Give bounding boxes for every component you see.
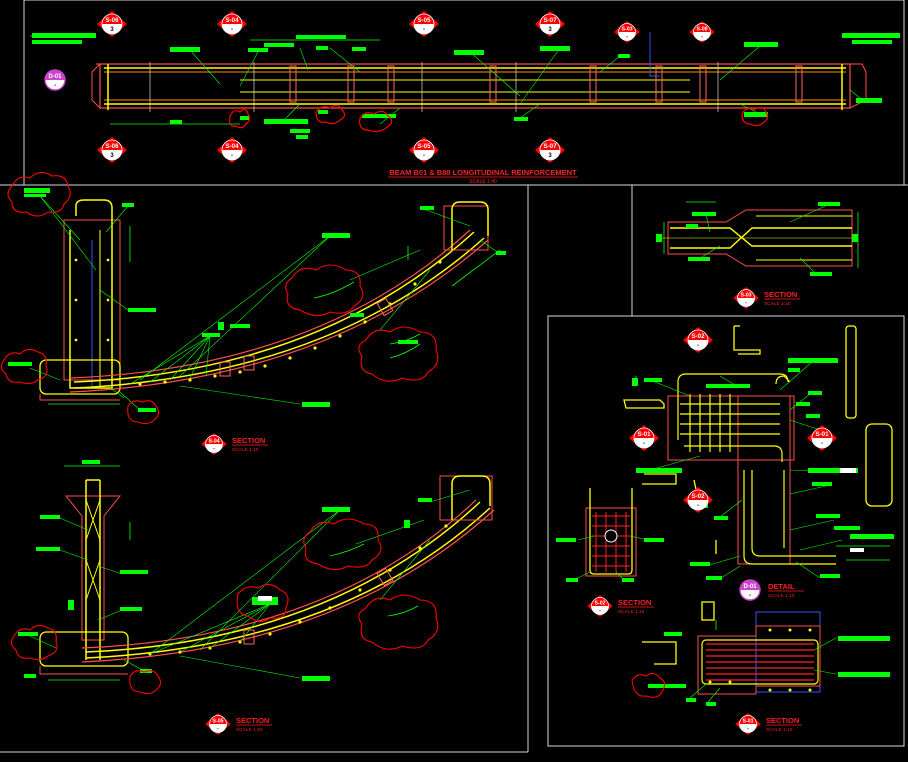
section-cut-id: S-01 bbox=[742, 718, 753, 724]
panel-title: S-04 - SECTION SCALE 1:10 bbox=[201, 432, 268, 456]
section-cut-id: S-06 bbox=[105, 17, 119, 24]
panel-title-text: SECTION bbox=[236, 716, 269, 725]
section-cut-tag: S-02 - bbox=[587, 594, 613, 618]
section-cut-tag: S-05 - bbox=[409, 11, 439, 37]
section-cut-id: S-05 bbox=[212, 718, 223, 724]
beam-scale: SCALE 1:40 bbox=[469, 179, 497, 185]
detail-tags: D-01 - bbox=[44, 69, 66, 91]
section-cut-id: S-03 bbox=[621, 26, 632, 32]
section-cut-num: - bbox=[697, 503, 699, 509]
section-cut-tag: S-05 - bbox=[409, 137, 439, 163]
section-cut-num: - bbox=[599, 608, 601, 614]
section-cut-tag: S-07 3 bbox=[535, 11, 565, 37]
section-cut-tag: S-02 - bbox=[683, 327, 713, 353]
section-cut-num: - bbox=[745, 300, 747, 306]
section-cut-num: 3 bbox=[110, 153, 114, 159]
section-cut-id: S-05 bbox=[417, 17, 431, 24]
section-cut-tag: S-03 - bbox=[614, 20, 640, 44]
section-cut-tag: S-01 - bbox=[629, 425, 659, 451]
right-panel-border bbox=[547, 315, 905, 747]
section-cut-tag: S-04 - bbox=[217, 11, 247, 37]
panel-title: S-02 - SECTION SCALE 1:10 bbox=[587, 594, 654, 618]
section-cut-tag: S-04 - bbox=[217, 137, 247, 163]
beam-elevation: BEAM B01 & B88 LONGITUDINAL REINFORCEMEN… bbox=[30, 32, 900, 185]
section-cut-id: S-01 bbox=[815, 431, 829, 438]
section-cut-num: - bbox=[423, 153, 425, 159]
section-cut-id: S-05 bbox=[417, 143, 431, 150]
section-s04-drawing bbox=[0, 171, 506, 425]
section-cut-num: - bbox=[231, 153, 233, 159]
section-cut-id: S-04 bbox=[225, 143, 239, 150]
section-cut-id: S-06 bbox=[105, 143, 119, 150]
section-s02-drawing bbox=[556, 488, 664, 583]
beam-title: BEAM B01 & B88 LONGITUDINAL REINFORCEMEN… bbox=[389, 168, 577, 177]
section-cut-id: S-07 bbox=[543, 17, 557, 24]
section-cut-num: - bbox=[423, 27, 425, 33]
detail-tag-num: - bbox=[749, 593, 751, 599]
detail-tag-id: D-01 bbox=[48, 74, 62, 80]
section-cut-tag: S-06 3 bbox=[97, 137, 127, 163]
section-cut-num: 3 bbox=[548, 153, 552, 159]
panel-title-text: SECTION bbox=[618, 598, 651, 607]
section-cut-tag: S-03 - bbox=[733, 286, 759, 310]
section-cut-id: S-04 bbox=[225, 17, 239, 24]
section-cut-tag: S-06 3 bbox=[97, 11, 127, 37]
detail-tag: D-01 - bbox=[739, 579, 761, 601]
panel-title-text: SECTION bbox=[766, 716, 799, 725]
panel-title-scale: SCALE 1:10 bbox=[232, 447, 259, 453]
section-cut-num: - bbox=[626, 34, 628, 40]
section-cut-tag: S-01 - bbox=[807, 425, 837, 451]
section-cut-id: S-02 bbox=[691, 333, 705, 340]
section-cut-tag: S-04 - bbox=[201, 432, 227, 456]
section-cut-id: S-02 bbox=[691, 493, 705, 500]
section-cut-tag: S-07 3 bbox=[535, 137, 565, 163]
section-cut-id: S-02 bbox=[594, 600, 605, 606]
detail-tag: D-01 - bbox=[44, 69, 66, 91]
section-cut-num: - bbox=[697, 343, 699, 349]
section-cut-tag: S-01 - bbox=[735, 712, 761, 736]
section-s05-drawing bbox=[10, 460, 495, 695]
section-cut-tag: S-05 - bbox=[205, 712, 231, 736]
section-cut-id: S-04 bbox=[208, 438, 219, 444]
section-cut-id: S-03 bbox=[740, 292, 751, 298]
section-cut-num: - bbox=[213, 446, 215, 452]
panel-title-scale: SCALE 1:10 bbox=[766, 727, 793, 733]
section-cut-tag: S-08 - bbox=[689, 20, 715, 44]
section-cut-num: - bbox=[217, 726, 219, 732]
section-cut-id: S-01 bbox=[637, 431, 651, 438]
section-s01-drawing bbox=[631, 611, 837, 706]
panel-title: S-03 - SECTION SCALE 1:10 bbox=[733, 286, 800, 310]
section-cut-num: - bbox=[701, 34, 703, 40]
section-cut-tag: S-02 - bbox=[683, 487, 713, 513]
panel-title: S-01 - SECTION SCALE 1:10 bbox=[735, 712, 802, 736]
section-cut-num: 3 bbox=[548, 27, 552, 33]
panel-title: S-05 - SECTION SCALE 1:10 bbox=[205, 712, 272, 736]
panel-title-scale: SCALE 1:10 bbox=[236, 727, 263, 733]
panel-title-scale: SCALE 1:10 bbox=[764, 301, 791, 307]
section-cut-num: 3 bbox=[110, 27, 114, 33]
detail-tag-num: - bbox=[54, 83, 56, 89]
panel-title-text: DETAIL bbox=[768, 582, 795, 591]
detail-tag-id: D-01 bbox=[743, 584, 757, 590]
section-cut-num: - bbox=[747, 726, 749, 732]
panel-title-scale: SCALE 1:10 bbox=[618, 609, 645, 615]
section-cut-num: - bbox=[231, 27, 233, 33]
detail-d01-drawing bbox=[623, 325, 894, 688]
panel-title-text: SECTION bbox=[764, 290, 797, 299]
panel-title-text: SECTION bbox=[232, 436, 265, 445]
section-cut-id: S-08 bbox=[696, 26, 707, 32]
section-cut-num: - bbox=[821, 441, 823, 447]
panel-title: D-01 - DETAIL SCALE 1:10 bbox=[739, 579, 804, 601]
section-cut-id: S-07 bbox=[543, 143, 557, 150]
section-s03-drawing bbox=[656, 201, 859, 276]
panel-title-scale: SCALE 1:10 bbox=[768, 593, 795, 599]
section-cut-num: - bbox=[643, 441, 645, 447]
